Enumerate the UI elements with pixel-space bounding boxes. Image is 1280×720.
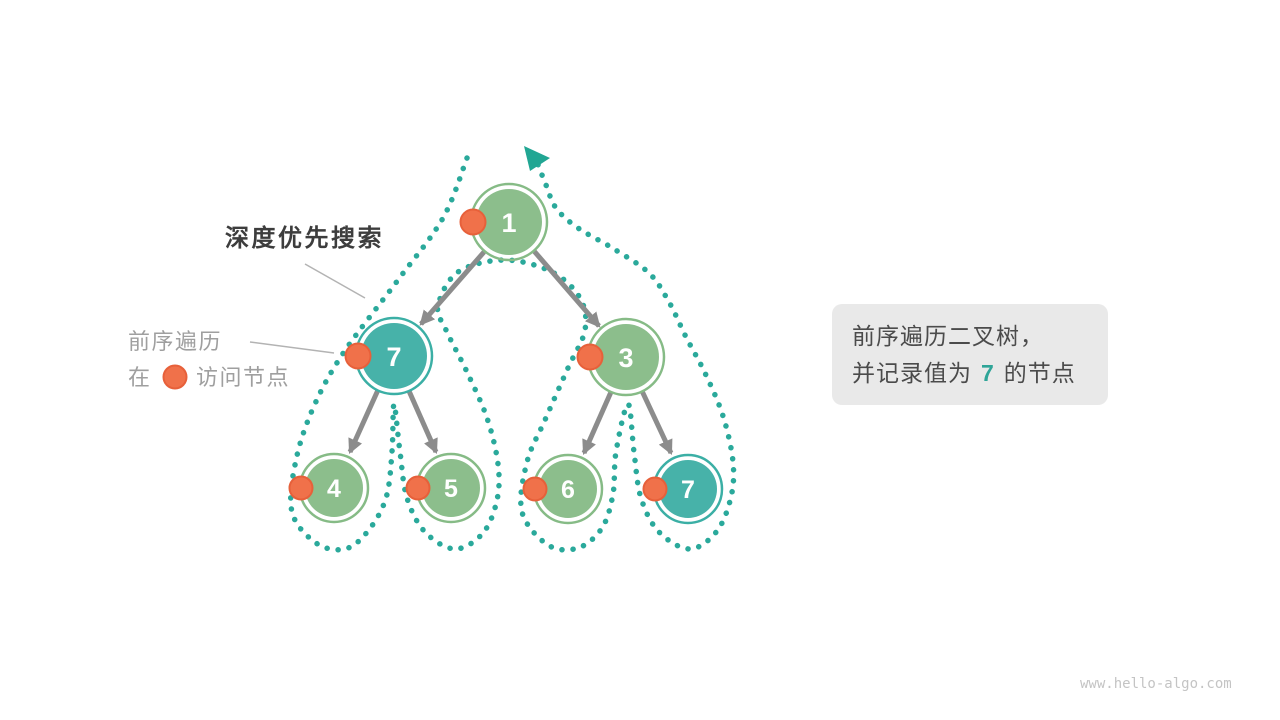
visit-label-prefix: 在 [128, 365, 152, 390]
svg-text:3: 3 [618, 343, 633, 373]
dfs-label: 深度优先搜索 [225, 224, 384, 252]
tree-node-left: 7 [344, 316, 434, 396]
svg-text:4: 4 [327, 475, 341, 503]
tree-node-leaf-6: 6 [522, 453, 604, 525]
tree-node-root: 1 [459, 182, 549, 262]
svg-text:7: 7 [386, 342, 401, 372]
watermark: www.hello-algo.com [1080, 676, 1232, 692]
callout-line1: 前序遍历二叉树， [852, 323, 1044, 349]
visit-dot-icon [522, 476, 548, 502]
callout-line2-prefix: 并记录值为 [852, 360, 972, 386]
tree-node-right: 3 [576, 317, 666, 397]
tree-node-leaf-5: 5 [405, 452, 487, 524]
visit-dot-legend-icon [162, 364, 188, 390]
svg-text:6: 6 [561, 476, 575, 504]
tree-edge-3-6 [581, 390, 614, 456]
tree-edge-1-7 [419, 250, 486, 326]
tree-node-leaf-7: 7 [642, 453, 724, 525]
tree-edge-3-7 [639, 389, 674, 456]
preorder-pointer-line [249, 341, 335, 354]
visit-dot-icon [405, 475, 431, 501]
tree-node-leaf-4: 4 [288, 452, 370, 524]
preorder-label: 前序遍历 [128, 329, 222, 354]
callout-line2-suffix: 的节点 [1003, 360, 1076, 386]
visit-dot-icon [576, 343, 604, 371]
svg-text:1: 1 [501, 208, 516, 238]
callout-highlight-value: 7 [981, 360, 995, 386]
tree-edge-7-4 [347, 388, 381, 455]
svg-text:5: 5 [444, 475, 458, 503]
visit-dot-icon [344, 342, 372, 370]
visit-dot-icon [459, 208, 487, 236]
visit-dot-icon [642, 476, 668, 502]
callout-box: 前序遍历二叉树， 并记录值为 7 的节点 [832, 304, 1108, 405]
traversal-direction-arrow-icon [524, 146, 550, 171]
tree-edge-1-3 [532, 249, 601, 328]
dfs-pointer-line [304, 263, 366, 299]
tree-edge-7-5 [406, 389, 439, 455]
svg-text:7: 7 [681, 476, 695, 504]
visit-label-suffix: 访问节点 [196, 365, 290, 390]
callout-line2: 并记录值为 7 的节点 [852, 355, 1108, 392]
visit-dot-icon [288, 475, 314, 501]
